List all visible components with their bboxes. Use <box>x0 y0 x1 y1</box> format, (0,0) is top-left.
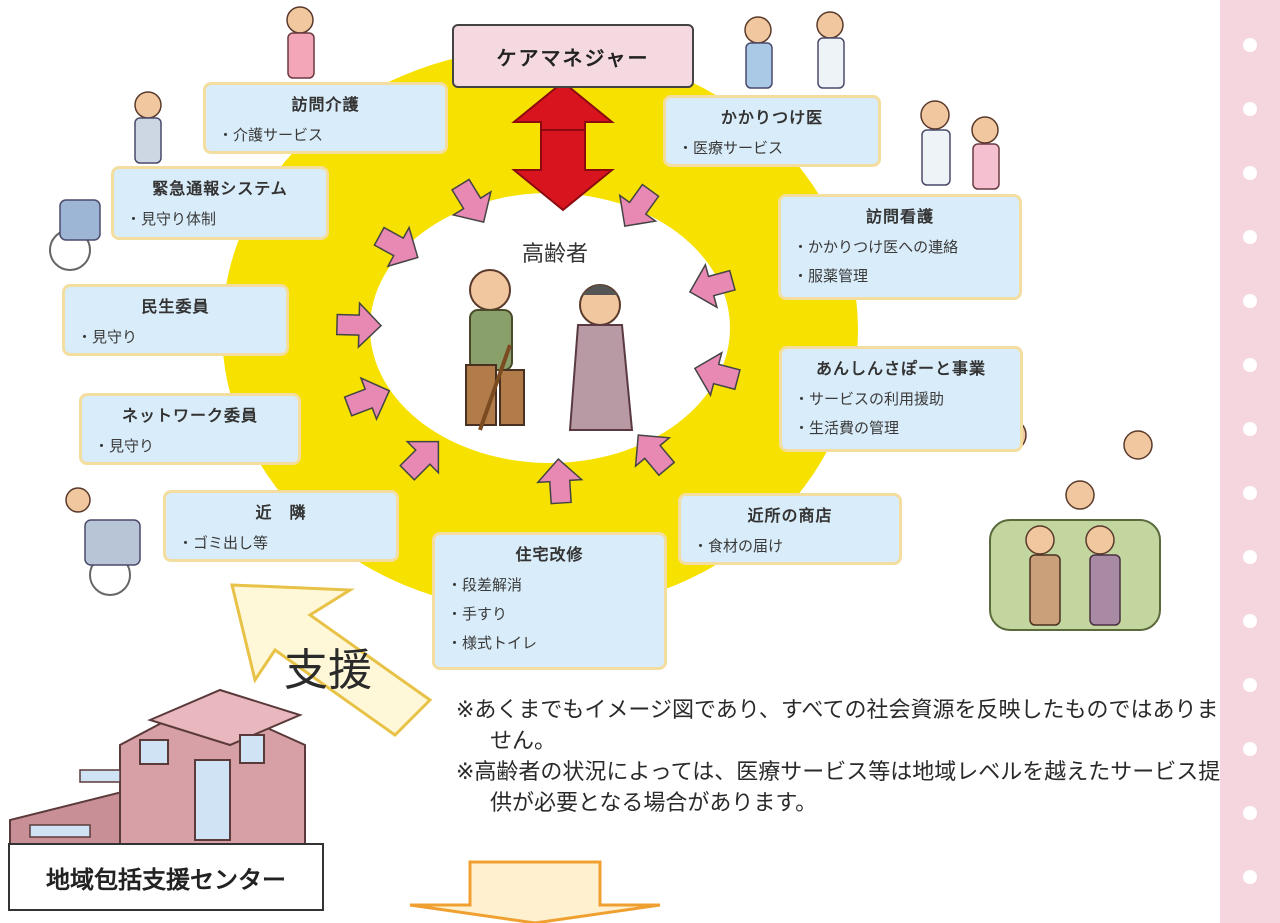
pink-arrow <box>343 376 391 422</box>
strip-dot <box>1243 614 1257 628</box>
strip-dot <box>1243 166 1257 180</box>
strip-dot <box>1243 742 1257 756</box>
people-illustrations <box>49 6 1161 631</box>
node-network: ネットワーク委員 ・見守り <box>79 393 301 465</box>
node-houmon-kaigo: 訪問介護 ・介護サービス <box>203 82 448 154</box>
strip-dot <box>1243 230 1257 244</box>
strip-dot <box>1243 486 1257 500</box>
side-strip <box>1220 0 1280 923</box>
node-title: 緊急通報システム <box>152 179 288 198</box>
pink-arrow <box>536 457 584 505</box>
node-item: ・見守り <box>77 328 138 346</box>
note-1: ※あくまでもイメージ図であり、すべての社会資源を反映したものではありません。 <box>456 698 1219 754</box>
node-item: ・手すり <box>447 605 508 623</box>
pink-arrow <box>693 351 741 398</box>
strip-dot <box>1243 678 1257 692</box>
notes: ※あくまでもイメージ図であり、すべての社会資源を反映したものではありません。 ※… <box>450 695 1225 819</box>
node-title: かかりつけ医 <box>720 108 824 127</box>
support-label: 支援 <box>284 645 372 696</box>
node-title: 訪問看護 <box>865 207 934 226</box>
node-item: ・食材の届け <box>693 537 784 555</box>
node-item: ・介護サービス <box>218 126 324 144</box>
support-arrow <box>230 583 433 737</box>
down-arrow <box>409 860 661 923</box>
pink-arrow <box>373 225 419 268</box>
node-item: ・見守り体制 <box>126 210 217 228</box>
node-title: 民生委員 <box>141 297 210 316</box>
pink-arrow <box>634 434 676 477</box>
node-kinrin: 近 隣 ・ゴミ出し等 <box>163 490 399 562</box>
node-item: ・生活費の管理 <box>794 419 900 437</box>
node-item: ・様式トイレ <box>447 634 538 652</box>
node-kakaritsuke: かかりつけ医 ・医療サービス <box>663 95 881 167</box>
node-title: 近 隣 <box>255 503 307 522</box>
node-item: ・医療サービス <box>678 139 784 157</box>
node-jutaku: 住宅改修 ・段差解消 ・手すり ・様式トイレ <box>432 532 667 670</box>
node-houmon-kango: 訪問看護 ・かかりつけ医への連絡 ・服薬管理 <box>778 194 1022 300</box>
node-item: ・かかりつけ医への連絡 <box>793 238 959 256</box>
pink-arrow <box>399 440 440 481</box>
node-minsei: 民生委員 ・見守り <box>62 284 289 356</box>
strip-dot <box>1243 550 1257 564</box>
node-item: ・段差解消 <box>447 576 523 594</box>
pink-arrow <box>335 301 383 349</box>
center-label: 高齢者 <box>522 242 589 267</box>
strip-dot <box>1243 358 1257 372</box>
center-ellipse <box>370 193 730 463</box>
double-arrow <box>511 80 615 212</box>
node-item: ・服薬管理 <box>793 267 869 285</box>
node-title: 住宅改修 <box>515 545 584 564</box>
node-item: ・サービスの利用援助 <box>794 390 945 408</box>
node-anshin: あんしんさぽーと事業 ・サービスの利用援助 ・生活費の管理 <box>779 346 1023 452</box>
strip-dot <box>1243 294 1257 308</box>
node-item: ・ゴミ出し等 <box>178 534 269 552</box>
pink-arrows <box>335 178 741 505</box>
node-kinkyu: 緊急通報システム ・見守り体制 <box>111 166 329 240</box>
node-title: あんしんさぽーと事業 <box>815 359 986 378</box>
pink-arrow <box>618 183 660 227</box>
node-item: ・見守り <box>94 437 155 455</box>
strip-dot <box>1243 806 1257 820</box>
support-center-name: 地域包括支援センター <box>8 843 324 911</box>
strip-dot <box>1243 422 1257 436</box>
elderly-couple-illustration <box>465 269 634 431</box>
node-title: ネットワーク委員 <box>121 406 258 425</box>
pink-arrow <box>688 262 736 309</box>
node-title: 訪問介護 <box>291 95 360 114</box>
node-title: 近所の商店 <box>747 506 833 525</box>
node-shouten: 近所の商店 ・食材の届け <box>678 493 902 565</box>
strip-dot <box>1243 102 1257 116</box>
pink-arrow <box>451 178 492 224</box>
strip-dot <box>1243 870 1257 884</box>
note-2: ※高齢者の状況によっては、医療サービス等は地域レベルを越えたサービス提供が必要と… <box>456 760 1221 816</box>
care-manager-box: ケアマネジャー <box>452 24 694 88</box>
strip-dot <box>1243 38 1257 52</box>
